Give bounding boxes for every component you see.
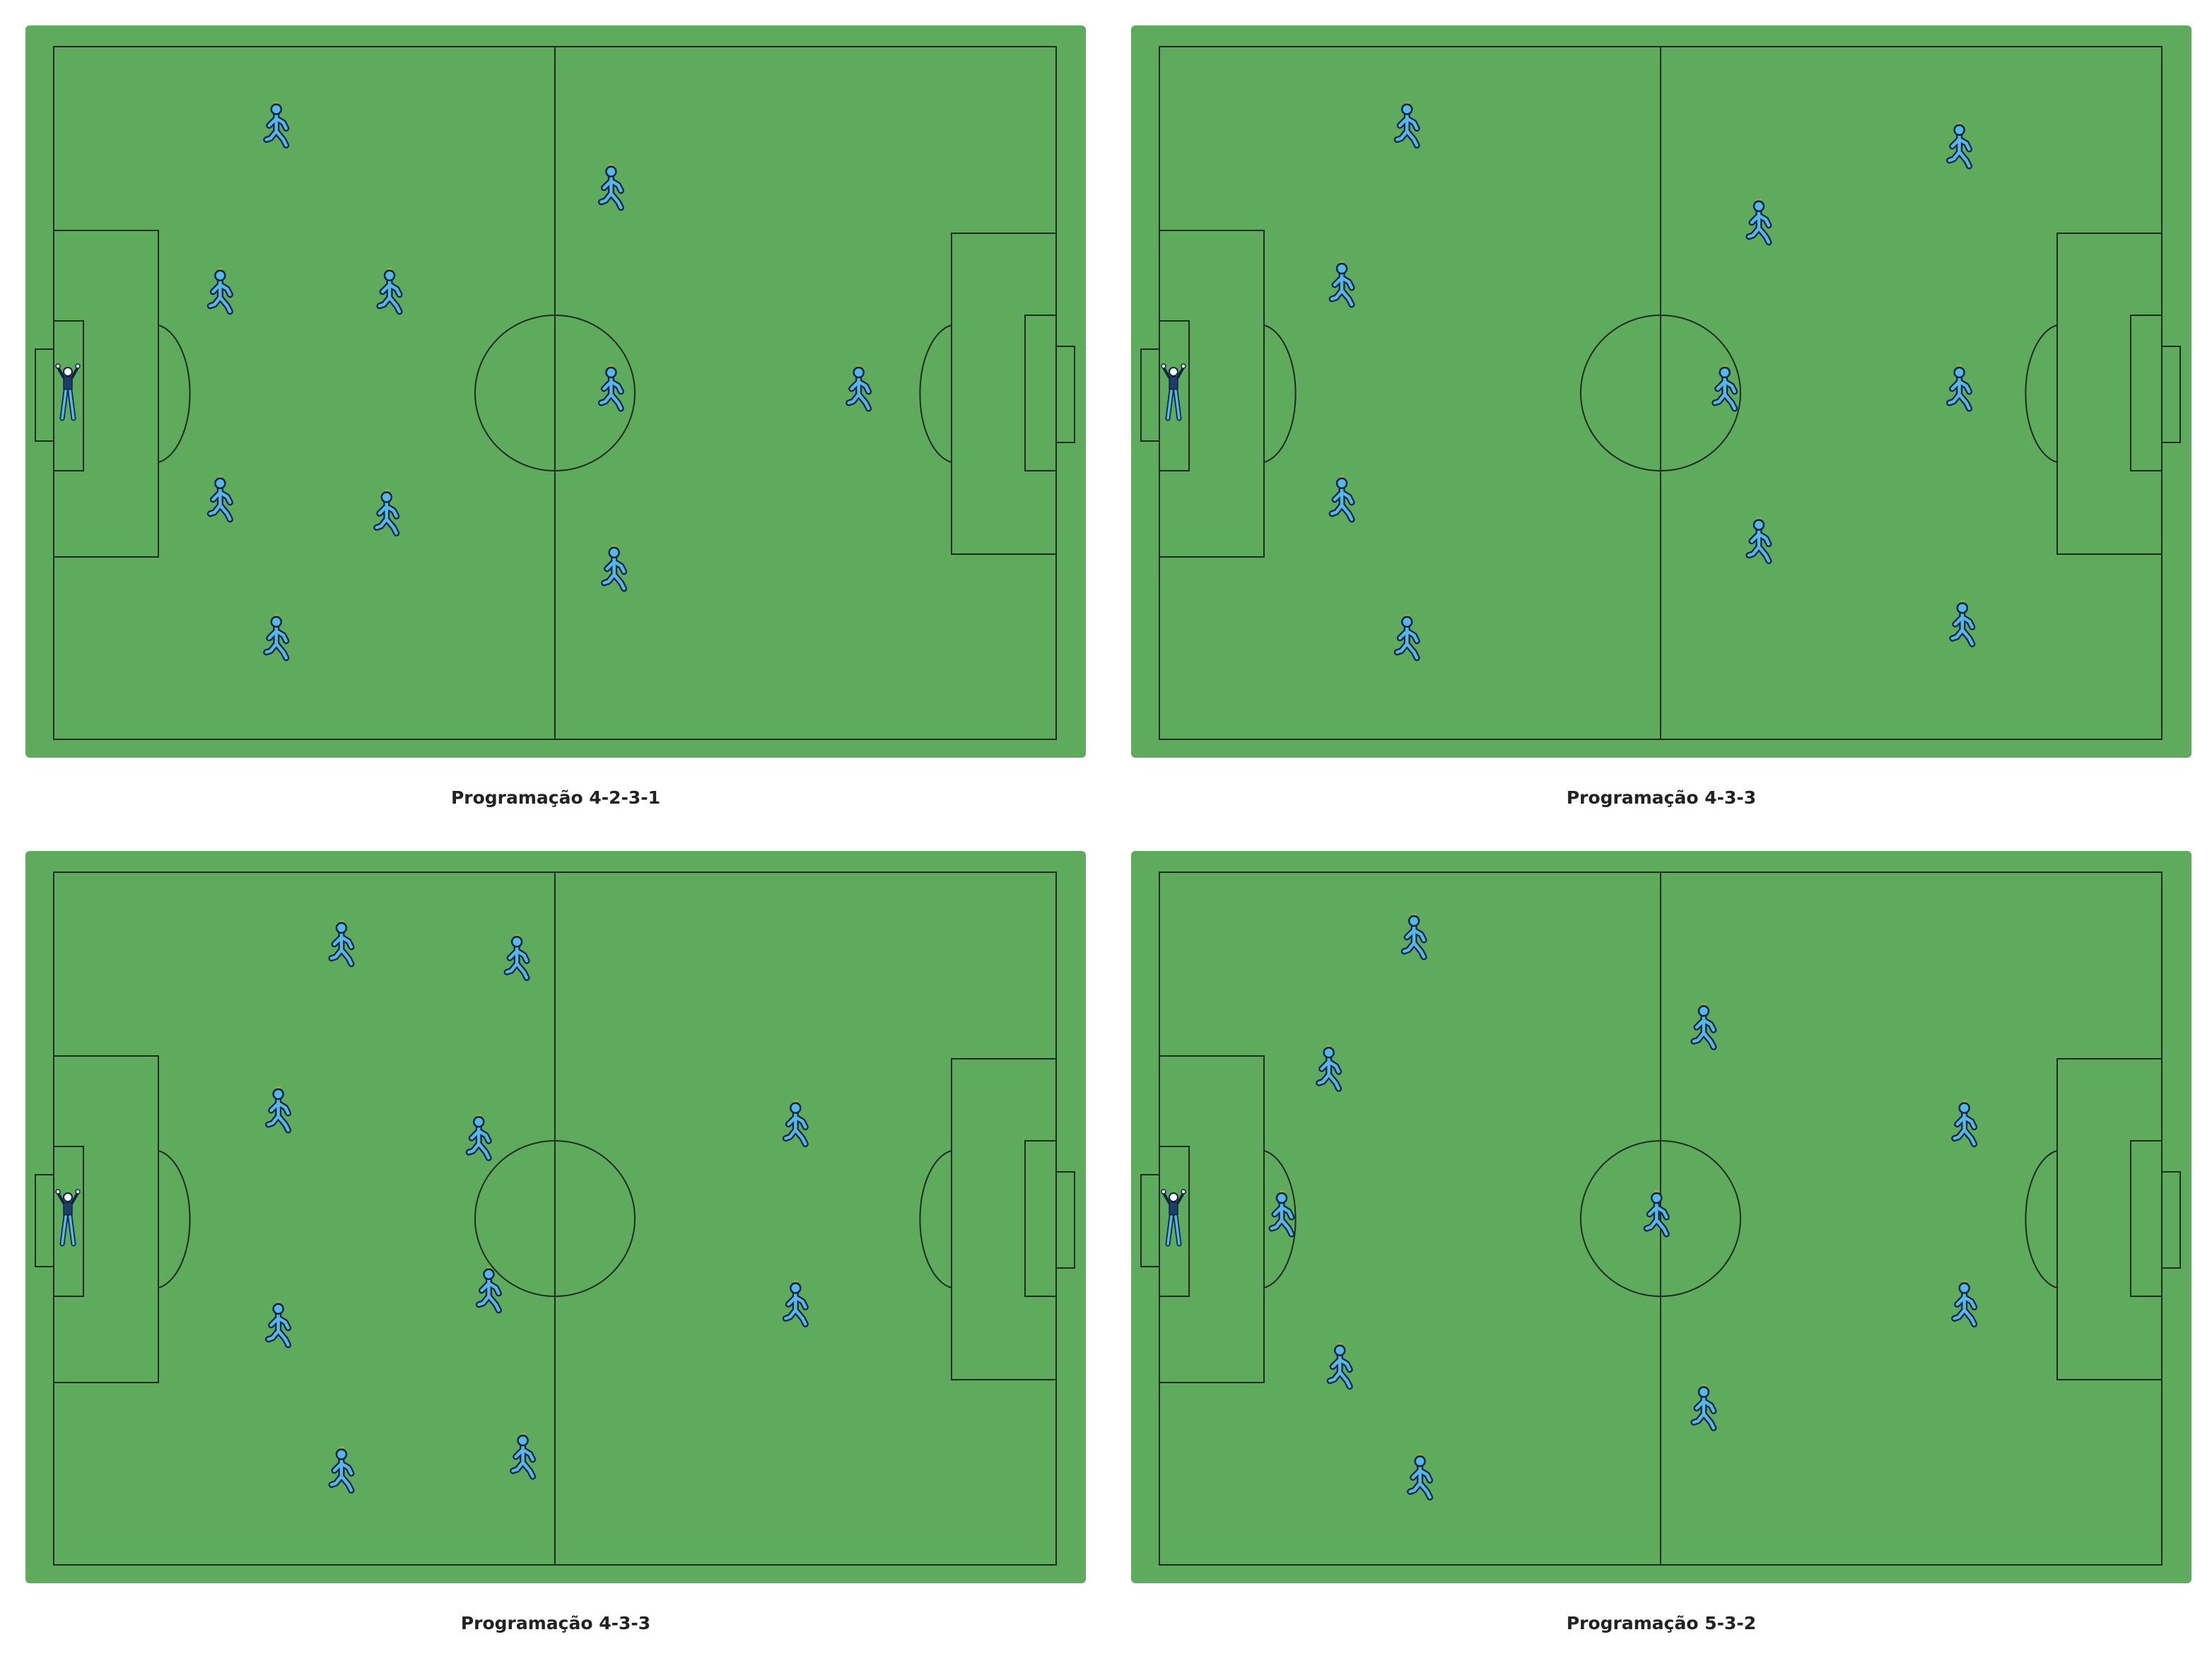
running-player-icon	[1946, 364, 1973, 412]
running-player-icon	[1328, 475, 1355, 523]
pitch-markings	[1140, 46, 2181, 740]
running-player-icon	[1745, 198, 1772, 246]
center-circle	[1580, 315, 1741, 471]
running-player-icon	[265, 1086, 292, 1134]
goal-left	[35, 1174, 54, 1267]
pitch-markings	[35, 46, 1075, 740]
penalty-box-right	[2056, 1058, 2163, 1380]
running-player-icon	[1690, 1383, 1717, 1431]
goal-area-right	[1024, 315, 1057, 471]
penalty-arc-right	[2025, 1150, 2058, 1289]
running-player-icon	[475, 1266, 502, 1314]
penalty-arc-left	[158, 1150, 191, 1289]
running-player-icon	[1643, 1190, 1670, 1238]
running-player-icon	[206, 475, 233, 523]
goal-right	[1055, 1171, 1075, 1269]
pitch-markings	[35, 871, 1075, 1566]
penalty-box-right	[951, 233, 1057, 555]
pitch-diagram	[35, 46, 1075, 740]
running-player-icon	[376, 267, 403, 315]
penalty-arc-left	[1263, 1150, 1297, 1289]
running-player-icon	[1407, 1452, 1434, 1501]
running-player-icon	[206, 267, 233, 315]
running-player-icon	[845, 364, 872, 412]
goal-right	[1055, 346, 1075, 443]
goalkeeper-icon	[1161, 363, 1186, 421]
goalkeeper-icon	[55, 1189, 81, 1247]
running-player-icon	[601, 544, 628, 592]
formation-caption: Programação 4-3-3	[1566, 787, 1757, 808]
penalty-box-right	[951, 1058, 1057, 1380]
running-player-icon	[328, 920, 355, 968]
penalty-arc-right	[919, 1150, 952, 1289]
penalty-arc-left	[1263, 324, 1297, 463]
running-player-icon	[263, 101, 290, 149]
pitch-diagram	[1140, 871, 2181, 1566]
goal-area-right	[2130, 315, 2163, 471]
running-player-icon	[1745, 516, 1772, 565]
soccer-field	[25, 851, 1086, 1583]
center-circle	[474, 315, 636, 471]
center-circle	[474, 1140, 636, 1297]
soccer-field	[1131, 851, 2191, 1583]
running-player-icon	[1951, 1279, 1978, 1327]
running-player-icon	[1711, 364, 1738, 412]
penalty-arc-left	[158, 324, 191, 463]
goal-area-right	[1024, 1140, 1057, 1297]
goal-area-right	[2130, 1140, 2163, 1297]
running-player-icon	[1268, 1190, 1295, 1238]
running-player-icon	[465, 1113, 492, 1161]
running-player-icon	[503, 933, 530, 981]
running-player-icon	[1690, 1002, 1717, 1050]
running-player-icon	[1951, 1100, 1978, 1148]
running-player-icon	[782, 1279, 809, 1327]
running-player-icon	[510, 1432, 537, 1480]
goal-left	[1140, 1174, 1160, 1267]
running-player-icon	[1400, 912, 1427, 961]
pitch-diagram	[35, 871, 1075, 1566]
running-player-icon	[782, 1100, 809, 1148]
running-player-icon	[263, 614, 290, 662]
running-player-icon	[1946, 122, 1973, 170]
formation-caption: Programação 5-3-2	[1566, 1613, 1757, 1633]
goal-right	[2161, 1171, 2181, 1269]
running-player-icon	[1393, 101, 1420, 149]
running-player-icon	[328, 1445, 355, 1494]
goal-left	[1140, 348, 1160, 442]
soccer-field	[1131, 25, 2191, 758]
penalty-arc-right	[2025, 324, 2058, 463]
running-player-icon	[1949, 599, 1976, 647]
running-player-icon	[597, 163, 624, 211]
goalkeeper-icon	[55, 363, 81, 421]
pitch-diagram	[1140, 46, 2181, 740]
formation-caption: Programação 4-2-3-1	[450, 787, 661, 808]
running-player-icon	[373, 488, 400, 536]
soccer-field	[25, 25, 1086, 758]
pitch-markings	[1140, 871, 2181, 1566]
penalty-box-right	[2056, 233, 2163, 555]
running-player-icon	[265, 1301, 292, 1349]
running-player-icon	[1393, 614, 1420, 662]
center-circle	[1580, 1140, 1741, 1297]
goalkeeper-icon	[1161, 1189, 1186, 1247]
goal-right	[2161, 346, 2181, 443]
running-player-icon	[1328, 260, 1355, 308]
running-player-icon	[1316, 1044, 1342, 1092]
penalty-arc-right	[919, 324, 952, 463]
goal-left	[35, 348, 54, 442]
formation-caption: Programação 4-3-3	[460, 1613, 651, 1633]
running-player-icon	[1326, 1342, 1353, 1390]
running-player-icon	[597, 364, 624, 412]
